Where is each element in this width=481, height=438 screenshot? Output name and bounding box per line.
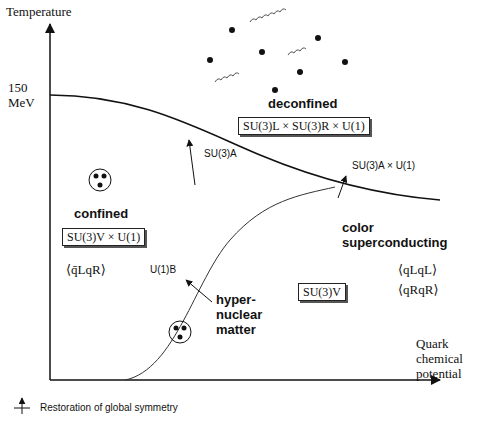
phase-name: color superconducting bbox=[342, 220, 442, 250]
phase-name: hyper- nuclear matter bbox=[216, 292, 276, 337]
temperature-value: 150 MeV bbox=[8, 80, 46, 110]
box-text: SU(3)V bbox=[303, 285, 341, 299]
symmetry-label: U(1)B bbox=[150, 262, 176, 277]
phase-name: deconfined bbox=[268, 96, 337, 111]
baryon-symbol bbox=[89, 169, 111, 191]
condensate-label: ⟨qLqL⟩ bbox=[398, 262, 437, 277]
chemical-potential-axis bbox=[50, 379, 440, 381]
gluon-wiggles bbox=[215, 9, 306, 82]
symmetry-box: SU(3)V × U(1) bbox=[62, 228, 145, 246]
symmetry-label: SU(3)A × U(1) bbox=[352, 158, 415, 173]
condensate-label: ⟨qRqR⟩ bbox=[398, 282, 439, 297]
condensate-label: ⟨q̄LqR⟩ bbox=[66, 262, 106, 277]
box-text: SU(3)V × U(1) bbox=[67, 230, 140, 244]
restoration-arrow bbox=[186, 280, 212, 302]
legend-arrow-symbol bbox=[14, 398, 30, 414]
axis-title: Temperature bbox=[6, 4, 72, 19]
box-text: SU(3)L × SU(3)R × U(1) bbox=[243, 119, 365, 133]
restoration-arrow bbox=[189, 140, 195, 185]
symmetry-box: SU(3)V bbox=[298, 283, 346, 301]
free-quarks bbox=[207, 27, 348, 93]
axis-title: Quark chemical potential bbox=[416, 336, 478, 381]
deconfinement-curve bbox=[50, 95, 440, 200]
symmetry-box: SU(3)L × SU(3)R × U(1) bbox=[238, 117, 370, 135]
restoration-arrow bbox=[338, 176, 346, 198]
legend-text: Restoration of global symmetry bbox=[40, 400, 178, 415]
symmetry-label: SU(3)A bbox=[204, 146, 237, 161]
baryon-symbol bbox=[169, 321, 191, 343]
temperature-axis bbox=[49, 24, 51, 380]
phase-name: confined bbox=[74, 206, 128, 221]
